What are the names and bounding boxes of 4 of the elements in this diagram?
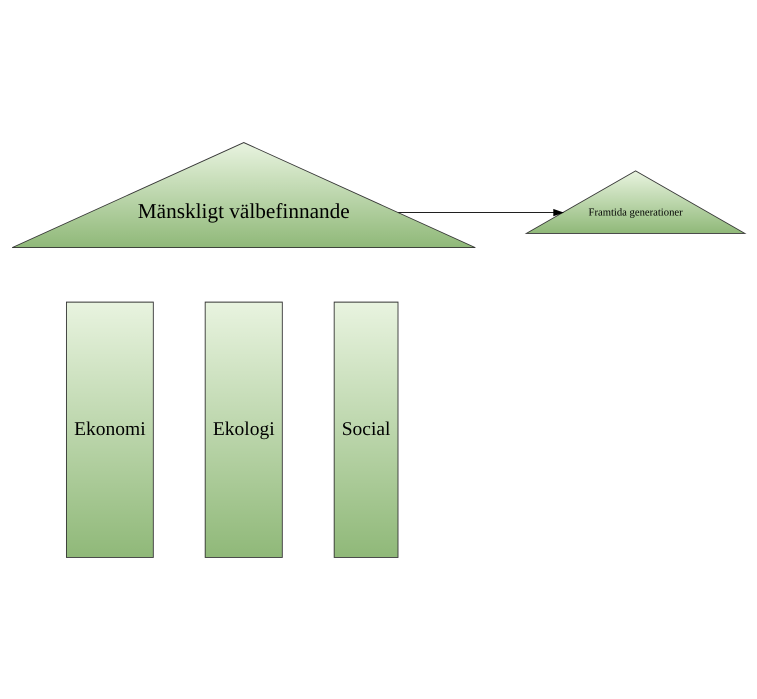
node-box: Ekologi — [204, 301, 283, 558]
arrow — [398, 208, 564, 216]
node-box: Social — [334, 301, 398, 558]
node-box: Ekonomi — [66, 301, 154, 558]
